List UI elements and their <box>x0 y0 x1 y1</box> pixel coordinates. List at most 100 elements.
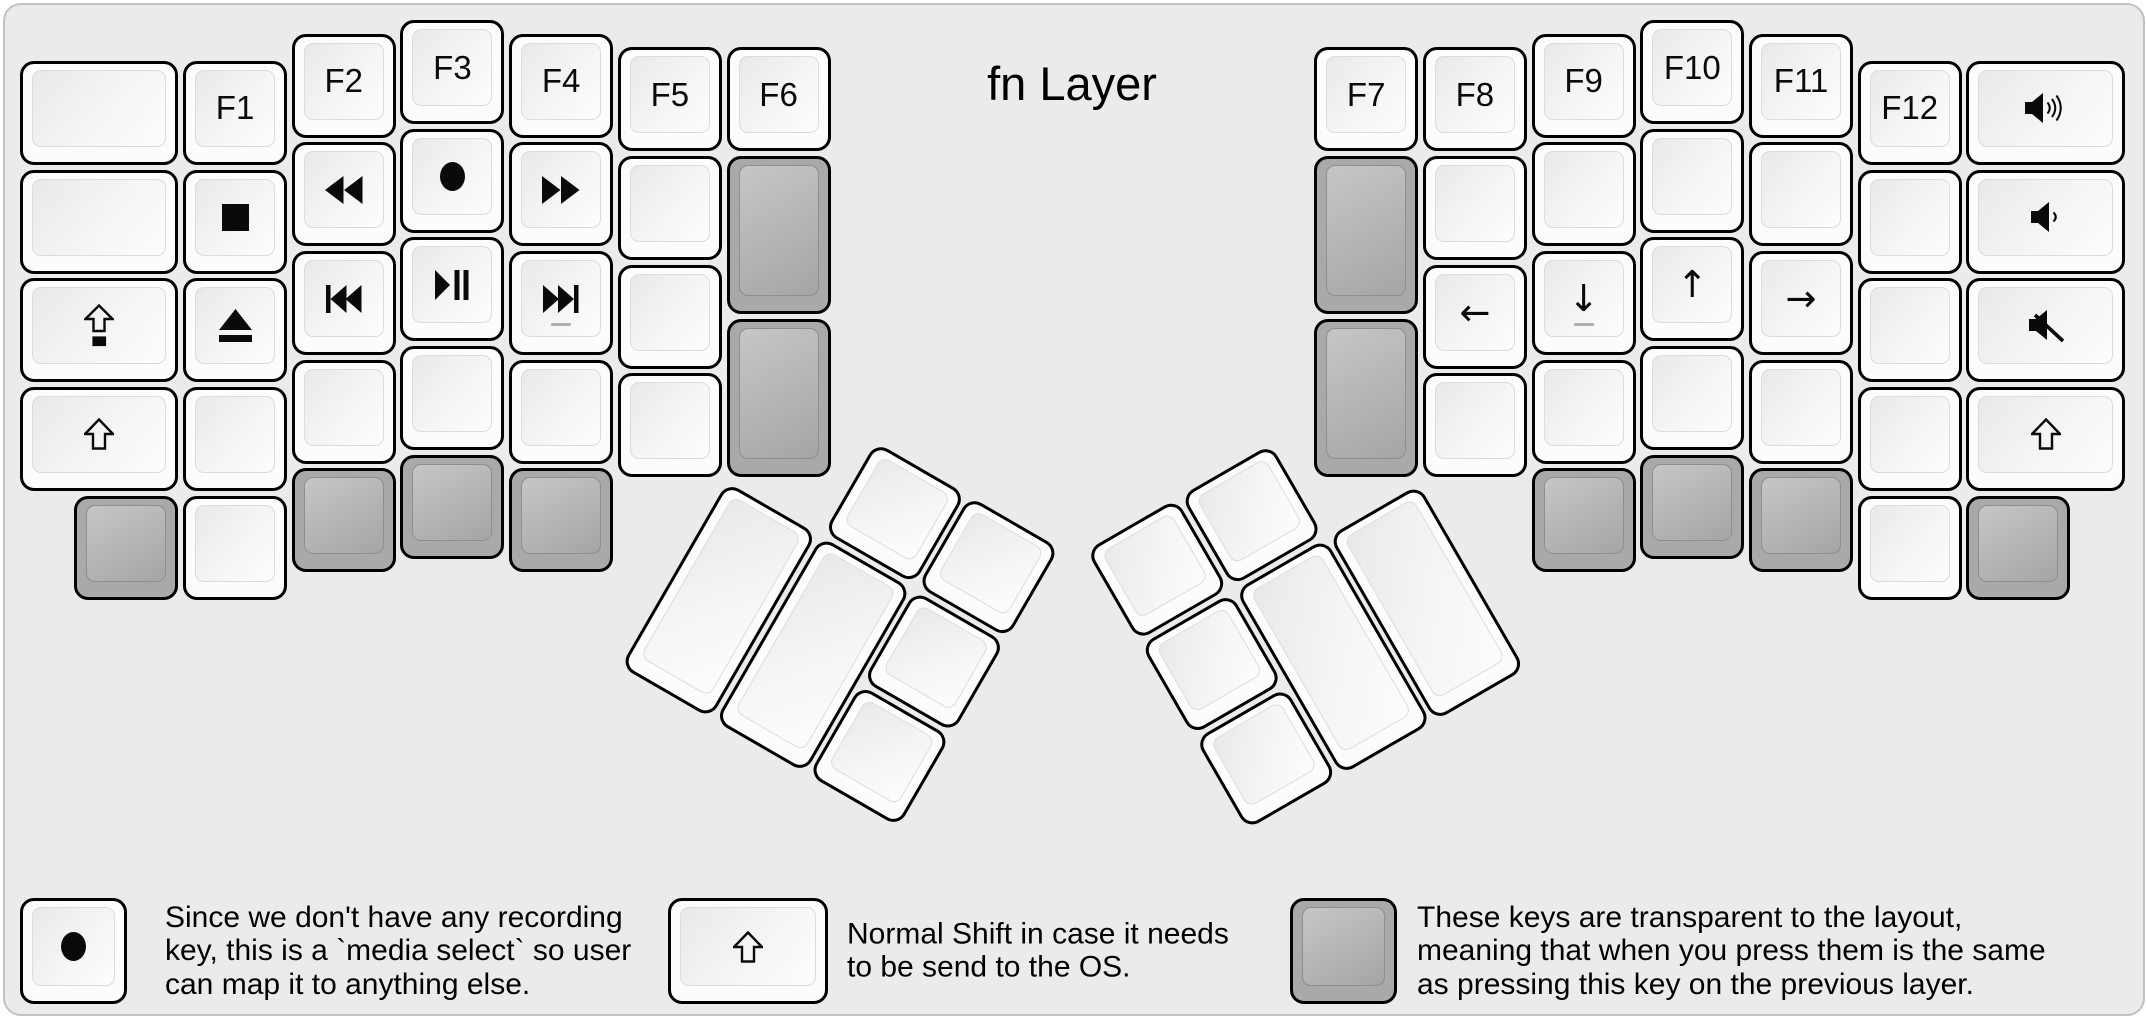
key-blank[interactable] <box>1531 359 1636 464</box>
key-f4-top: F4 <box>521 42 602 120</box>
key-arrow-up[interactable]: ↑ <box>1640 237 1745 342</box>
key-blank[interactable] <box>1640 128 1745 233</box>
key-shift-right[interactable] <box>1966 386 2125 491</box>
key-blank[interactable] <box>1749 359 1853 464</box>
key-eject-top <box>195 287 276 365</box>
key-blank[interactable] <box>291 359 396 464</box>
key-transparent-top <box>412 463 493 541</box>
key-f12-top: F12 <box>1869 69 1950 147</box>
key-volume-up[interactable] <box>1966 60 2125 165</box>
key-blank-top <box>412 355 493 433</box>
key-f9-top: F9 <box>1543 42 1624 120</box>
key-blank[interactable] <box>1857 278 1962 383</box>
key-transparent[interactable] <box>726 155 831 315</box>
key-volume-up-top <box>1978 69 2113 147</box>
key-arrow-up-top: ↑ <box>1652 246 1733 324</box>
key-blank[interactable] <box>1857 169 1962 274</box>
key-transparent[interactable] <box>1749 468 1853 573</box>
key-f11-top: F11 <box>1761 42 1841 120</box>
key-blank[interactable] <box>1531 142 1636 247</box>
key-transparent-top <box>1326 327 1407 460</box>
key-fast-forward[interactable] <box>509 142 614 247</box>
key-transparent[interactable] <box>400 454 505 559</box>
key-prev-track[interactable] <box>291 251 396 355</box>
key-eject[interactable] <box>183 278 288 383</box>
key-f4[interactable]: F4 <box>509 33 614 138</box>
key-blank-top <box>1652 137 1733 215</box>
key-transparent[interactable] <box>1314 318 1419 478</box>
key-transparent[interactable] <box>509 468 614 573</box>
key-transparent[interactable] <box>1314 155 1419 315</box>
key-blank[interactable] <box>1422 373 1527 478</box>
mute-icon <box>2027 308 2065 344</box>
key-transparent[interactable] <box>726 318 831 478</box>
key-f2-top: F2 <box>303 42 384 120</box>
key-blank[interactable] <box>20 169 179 274</box>
key-transparent[interactable] <box>1640 454 1745 559</box>
homing-dash <box>1573 323 1594 326</box>
key-transparent[interactable] <box>1966 495 2071 600</box>
key-next-track-top <box>521 260 602 337</box>
key-f2[interactable]: F2 <box>291 33 396 138</box>
key-transparent-top <box>1543 477 1624 555</box>
key-blank[interactable] <box>183 495 288 600</box>
key-next-track[interactable] <box>509 251 614 355</box>
shift-icon <box>733 930 763 963</box>
key-transparent-top <box>86 504 167 582</box>
key-blank[interactable] <box>1857 386 1962 491</box>
key-blank[interactable] <box>1749 142 1853 247</box>
key-f9[interactable]: F9 <box>1531 33 1636 138</box>
key-f1[interactable]: F1 <box>183 60 288 165</box>
key-f11[interactable]: F11 <box>1749 33 1853 138</box>
key-transparent-top <box>1652 463 1733 541</box>
key-arrow-right-label: → <box>1785 277 1817 320</box>
key-play-pause[interactable] <box>400 237 505 342</box>
key-record[interactable] <box>400 128 505 233</box>
key-mute[interactable] <box>1966 278 2125 383</box>
key-blank[interactable] <box>1640 346 1745 451</box>
key-f8-top: F8 <box>1434 56 1515 134</box>
key-f6[interactable]: F6 <box>726 47 831 152</box>
key-blank-top <box>195 395 276 473</box>
key-volume-down-top <box>1978 178 2113 256</box>
key-caps-lock[interactable] <box>20 278 179 383</box>
key-arrow-right[interactable]: → <box>1749 251 1853 355</box>
key-f5[interactable]: F5 <box>617 47 722 152</box>
key-f11-label: F11 <box>1773 62 1829 100</box>
key-f8[interactable]: F8 <box>1422 47 1527 152</box>
key-rewind[interactable] <box>291 142 396 247</box>
key-volume-down[interactable] <box>1966 169 2125 274</box>
next-track-icon <box>543 284 579 313</box>
key-blank[interactable] <box>183 386 288 491</box>
key-blank[interactable] <box>1857 495 1962 600</box>
key-f3[interactable]: F3 <box>400 20 505 124</box>
key-f3-label: F3 <box>433 48 472 86</box>
key-f8-label: F8 <box>1455 75 1495 113</box>
key-fast-forward-top <box>521 151 602 229</box>
key-blank[interactable] <box>400 346 505 451</box>
key-transparent[interactable] <box>1531 468 1636 573</box>
key-shift-left[interactable] <box>20 386 179 491</box>
key-blank-top <box>629 273 710 351</box>
shift-icon <box>84 418 115 451</box>
key-transparent-top <box>303 477 384 555</box>
key-blank[interactable] <box>20 60 179 165</box>
key-blank[interactable] <box>509 359 614 464</box>
homing-dash <box>551 323 572 326</box>
key-blank[interactable] <box>617 373 722 478</box>
key-blank[interactable] <box>617 264 722 369</box>
key-transparent[interactable] <box>291 468 396 573</box>
key-arrow-right-top: → <box>1761 260 1841 337</box>
key-stop[interactable] <box>183 169 288 274</box>
key-f12[interactable]: F12 <box>1857 60 1962 165</box>
key-blank[interactable] <box>1422 155 1527 260</box>
key-transparent-top <box>521 477 602 555</box>
key-arrow-left[interactable]: ← <box>1422 264 1527 369</box>
key-blank[interactable] <box>617 155 722 260</box>
key-f7[interactable]: F7 <box>1314 47 1419 152</box>
key-arrow-down[interactable]: ↓ <box>1531 251 1636 355</box>
key-f10[interactable]: F10 <box>1640 20 1745 124</box>
key-transparent[interactable] <box>74 495 179 600</box>
eject-icon <box>218 309 253 343</box>
key-mute-top <box>1978 287 2113 365</box>
